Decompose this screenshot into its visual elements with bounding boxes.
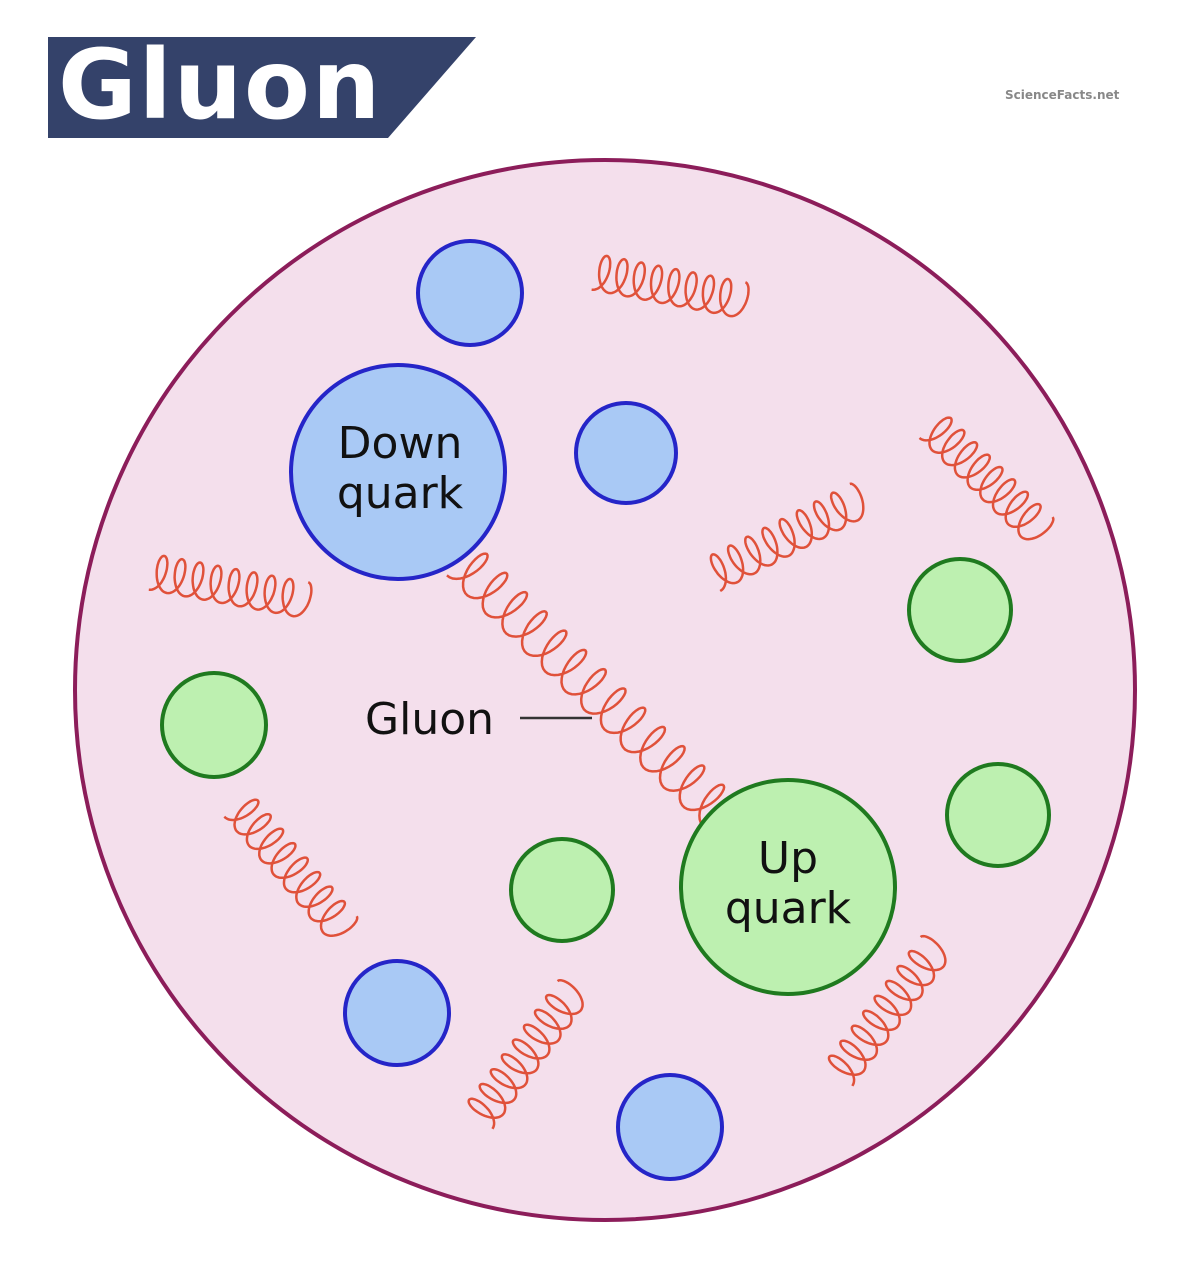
down-quark-label-1: Down	[338, 418, 463, 469]
gluon-spring	[446, 552, 745, 831]
down-quark	[289, 363, 507, 581]
gluon-label: Gluon	[365, 694, 494, 745]
blue-quark	[574, 401, 678, 505]
up-quark	[679, 778, 897, 996]
blue-quark	[616, 1073, 724, 1181]
gluon-spring	[709, 482, 865, 593]
green-quark	[907, 557, 1013, 663]
gluon-spring	[223, 798, 359, 937]
logo: ScienceFacts.net	[1005, 88, 1120, 102]
green-quark	[160, 671, 268, 779]
gluon-spring	[918, 416, 1055, 541]
up-quark-label-2: quark	[725, 883, 852, 934]
gluon-spring	[827, 934, 947, 1087]
gluon-spring	[591, 254, 750, 318]
blue-quark	[416, 239, 524, 347]
banner-shape	[48, 37, 476, 138]
up-quark-label-1: Up	[758, 833, 818, 884]
gluon-spring	[467, 978, 584, 1130]
blue-quark	[343, 959, 451, 1067]
down-quark-label-2: quark	[337, 468, 464, 519]
title: Gluon	[58, 29, 383, 141]
green-quark	[509, 837, 615, 943]
gluon-spring	[148, 554, 313, 618]
green-quark	[945, 762, 1051, 868]
